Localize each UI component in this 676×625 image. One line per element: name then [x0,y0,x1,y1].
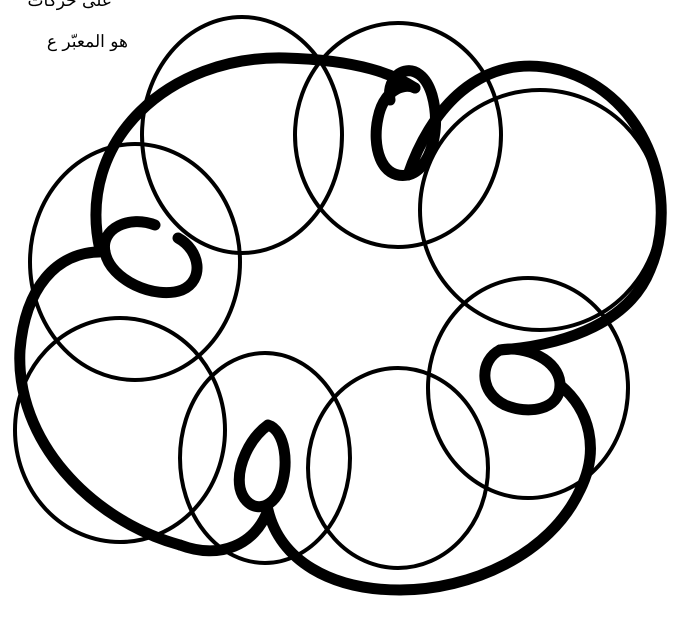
thin-circle [15,318,225,542]
thin-circle [428,278,628,498]
thin-circle [142,17,342,253]
loop-right [485,349,560,410]
ring-arc-bottom [180,510,400,590]
thin-circle [420,90,660,330]
thin-circle [180,353,350,563]
ring-arc-right [400,385,590,590]
thin-circles [15,17,660,568]
ring-arc-upper-right [408,66,661,350]
loop-bottom [239,425,285,507]
